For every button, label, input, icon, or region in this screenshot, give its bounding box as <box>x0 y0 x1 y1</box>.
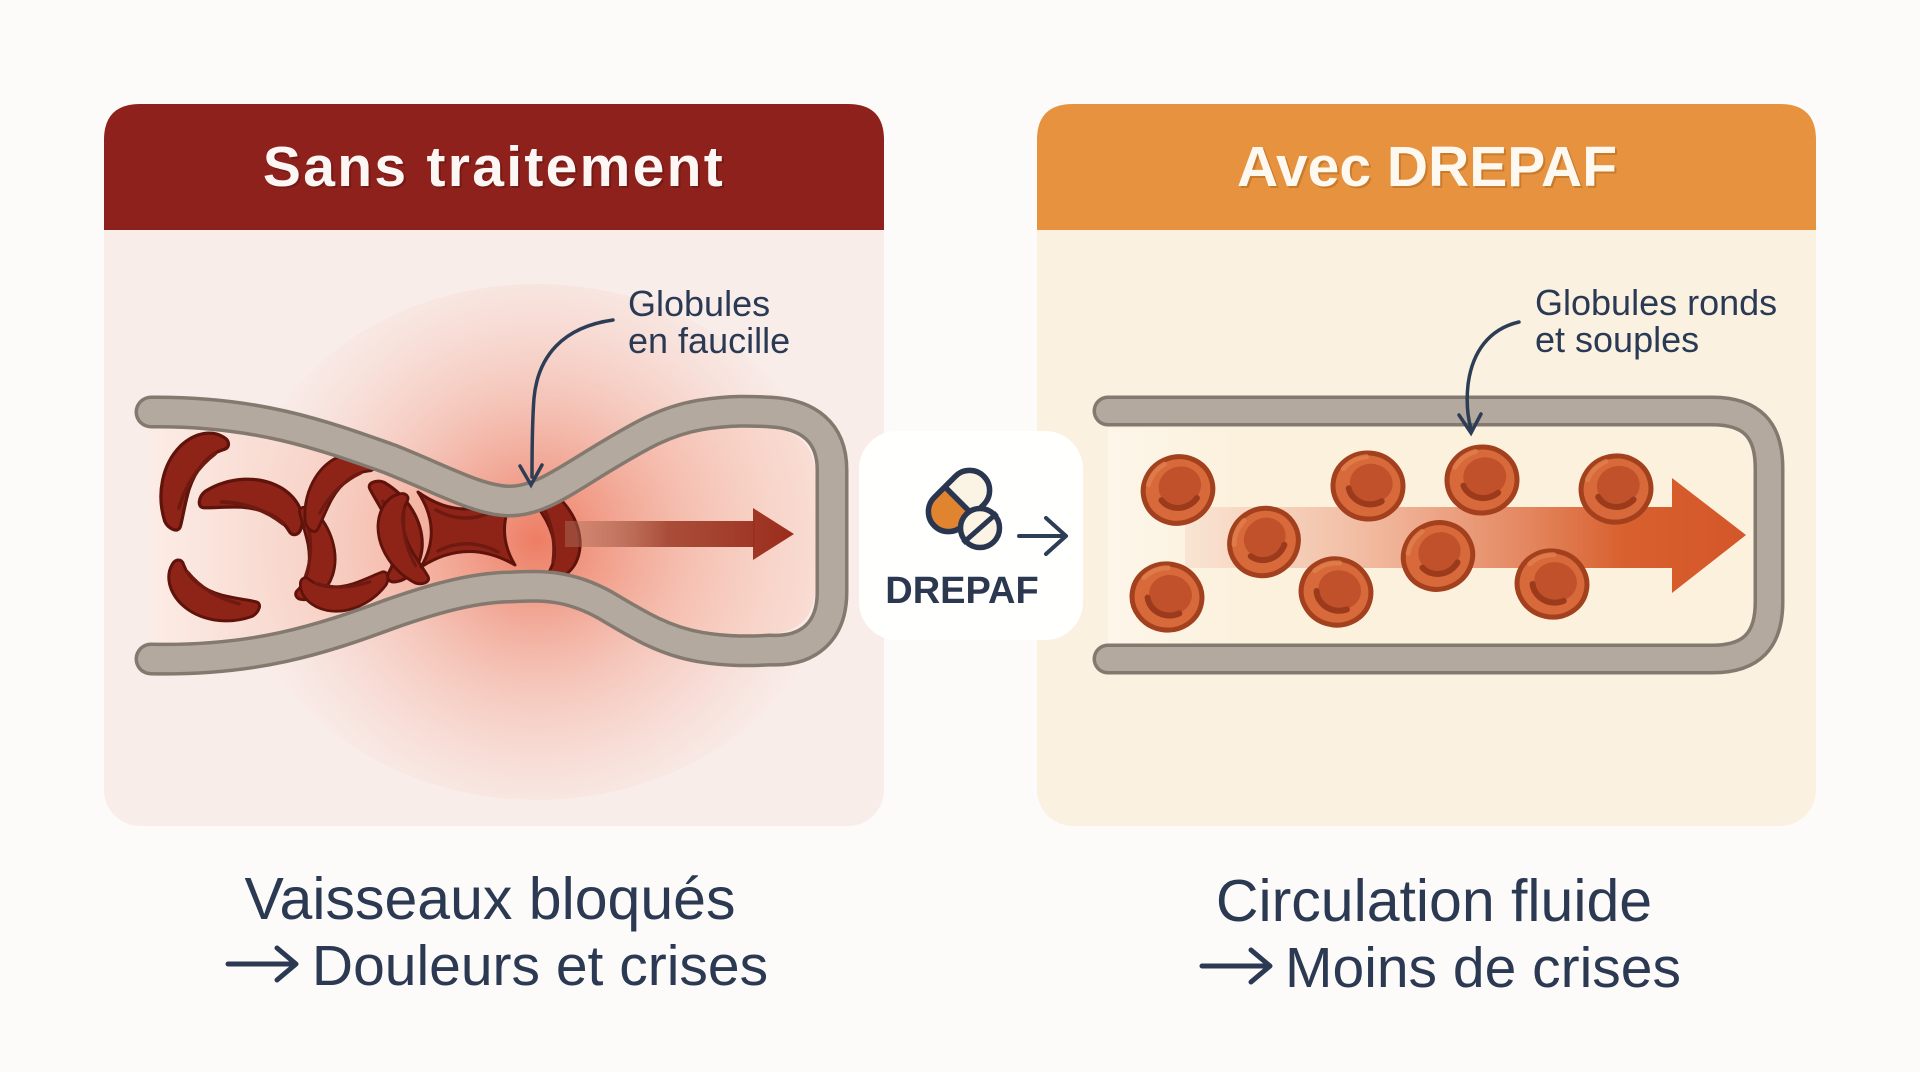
svg-text:Moins de crises: Moins de crises <box>1285 936 1681 1000</box>
svg-text:Globules ronds: Globules ronds <box>1535 282 1777 323</box>
svg-text:Avec DREPAF: Avec DREPAF <box>1237 135 1617 199</box>
svg-text:Circulation fluide: Circulation fluide <box>1216 868 1652 934</box>
svg-text:Douleurs et crises: Douleurs et crises <box>312 934 768 998</box>
svg-text:Vaisseaux bloqués: Vaisseaux bloqués <box>245 866 736 932</box>
svg-text:et souples: et souples <box>1535 319 1699 360</box>
svg-text:Sans traitement: Sans traitement <box>265 137 727 201</box>
svg-text:DREPAF: DREPAF <box>885 570 1038 612</box>
svg-text:Avec DREPAF: Avec DREPAF <box>1239 137 1619 201</box>
svg-text:Globules: Globules <box>628 283 770 324</box>
svg-text:Sans traitement: Sans traitement <box>263 135 725 199</box>
svg-text:en faucille: en faucille <box>628 320 790 361</box>
